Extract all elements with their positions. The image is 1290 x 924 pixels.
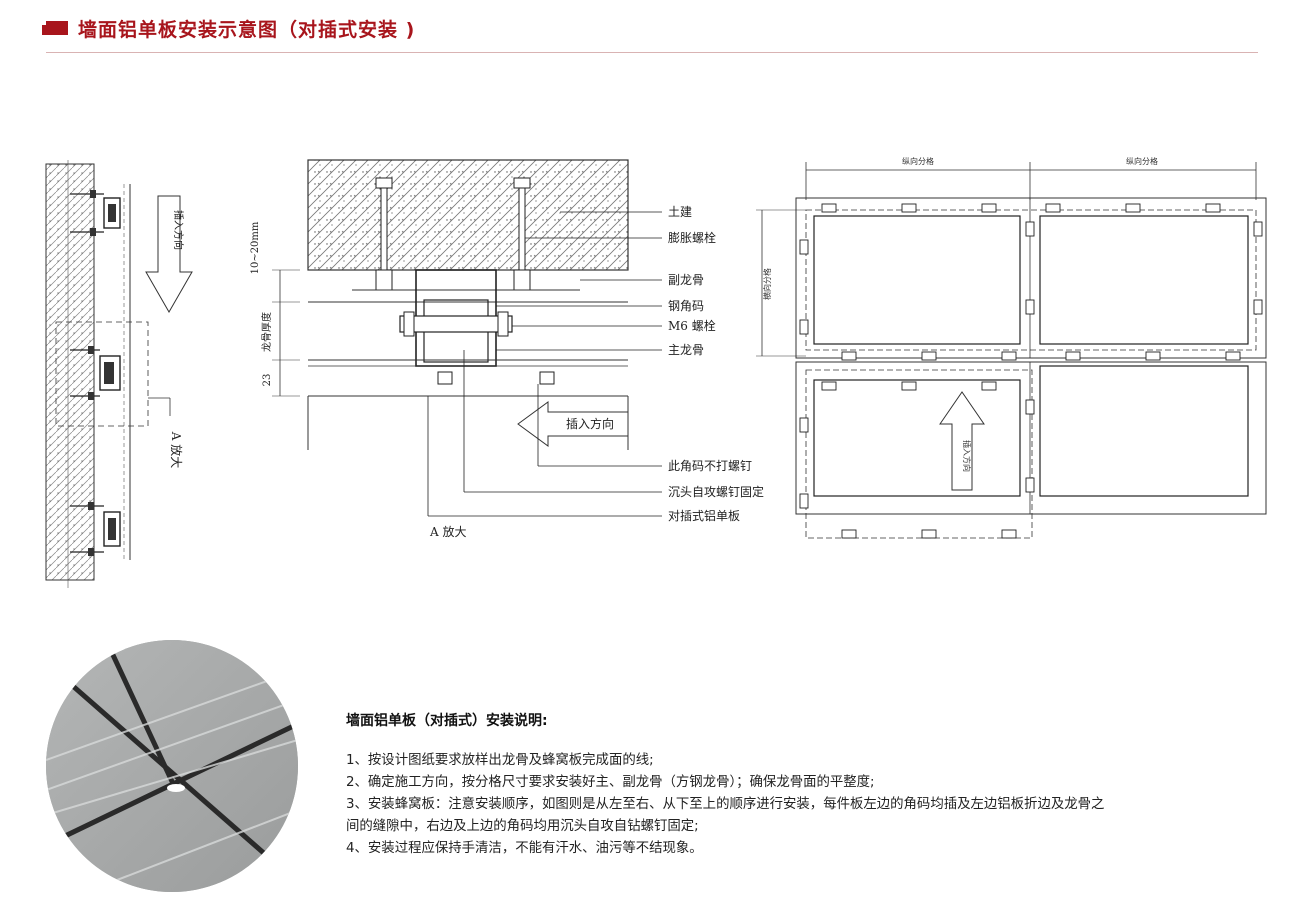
left-bracket-top — [70, 190, 121, 236]
left-bracket-bottom — [70, 502, 121, 556]
dim-gap-label: 10~20mm — [250, 221, 261, 274]
callout-main-keel: 主龙骨 — [668, 343, 704, 357]
middle-insert-arrow-icon — [517, 401, 629, 447]
callout-civil: 土建 — [668, 205, 692, 219]
header-divider — [46, 52, 1258, 53]
left-insert-direction-label: 插入方向 — [172, 210, 185, 250]
m6-bolt — [399, 315, 513, 333]
left-enlarge-label: A 放大 — [169, 431, 184, 468]
grid-panel-top-right — [1039, 215, 1249, 345]
civil-concrete-block — [307, 159, 629, 271]
callout-countersunk: 沉头自攻螺钉固定 — [668, 484, 764, 499]
dim-23-label: 23 — [262, 374, 273, 387]
left-section-drawing — [45, 160, 193, 588]
instructions-title: 墙面铝单板（对插式）安装说明: — [346, 713, 548, 729]
middle-insert-direction-label: 插入方向 — [566, 416, 614, 431]
instruction-line-1: 1、按设计图纸要求放样出龙骨及蜂窝板完成面的线; — [346, 753, 654, 768]
right-grid-drawing — [756, 162, 1267, 539]
grid-top-left-label: 纵向分格 — [902, 156, 934, 166]
callout-no-screw: 此角码不打螺钉 — [668, 459, 752, 473]
expansion-bolt-right — [513, 177, 531, 291]
expansion-bolt-left — [375, 177, 393, 291]
grid-panel-bottom-left — [813, 379, 1021, 497]
instruction-line-2: 2、确定施工方向，按分格尺寸要求安装好主、副龙骨（方钢龙骨）；确保龙骨面的平整度… — [346, 775, 875, 790]
callout-secondary-keel: 副龙骨 — [668, 273, 704, 287]
callout-m6-bolt: M6 螺栓 — [668, 318, 716, 333]
grid-top-right-label: 纵向分格 — [1126, 156, 1158, 166]
left-insert-arrow-icon — [145, 195, 193, 314]
left-wall-hatch — [45, 163, 95, 581]
instruction-line-5: 4、安装过程应保持手清洁，不能有汗水、油污等不结现象。 — [346, 841, 703, 856]
callout-expansion-bolt: 膨胀螺栓 — [668, 230, 716, 245]
page-header: 墙面铝单板安装示意图（对插式安装 ) — [42, 14, 416, 42]
dim-keel-label: 龙骨厚度 — [260, 312, 273, 352]
page-title: 墙面铝单板安装示意图（对插式安装 ) — [78, 18, 416, 41]
grid-side-label: 横向分格 — [762, 268, 772, 300]
left-bracket-middle — [70, 346, 121, 400]
middle-enlarge-label: A 放大 — [429, 524, 466, 539]
callout-panel: 对插式铝单板 — [668, 508, 740, 523]
right-insert-arrow-icon — [939, 391, 985, 491]
left-enlarge-box — [55, 321, 149, 427]
grid-panel-top-left — [813, 215, 1021, 345]
instruction-line-3: 3、安装蜂窝板：注意安装顺序，如图则是从左至右、从下至上的顺序进行安装，每件板左… — [346, 797, 1105, 812]
instructions-block: 墙面铝单板（对插式）安装说明: 1、按设计图纸要求放样出龙骨及蜂窝板完成面的线;… — [346, 710, 1266, 860]
callout-steel-angle: 钢角码 — [668, 299, 704, 313]
instruction-line-4: 间的缝隙中，右边及上边的角码均用沉头自攻自钻螺钉固定; — [346, 819, 699, 834]
grid-panel-bottom-right — [1039, 365, 1249, 497]
header-square-icon — [42, 21, 68, 35]
panel-photo-image — [46, 640, 298, 892]
panel-photo — [46, 640, 298, 892]
right-insert-direction-label: 插入方向 — [962, 440, 972, 472]
middle-section-drawing — [272, 159, 662, 517]
